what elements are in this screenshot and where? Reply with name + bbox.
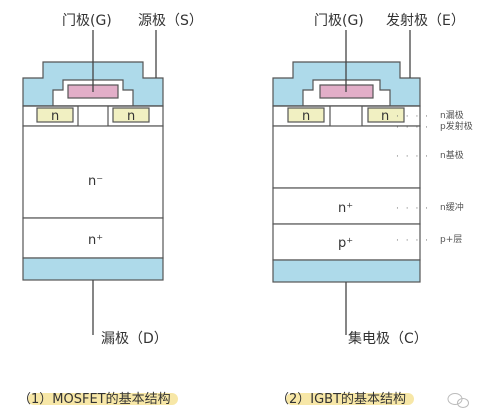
igbt-emitter-label: 发射极（E） <box>386 13 465 29</box>
mosfet-n-right-label: n <box>127 109 135 124</box>
mosfet-caption-highlight <box>28 393 178 405</box>
annotation-n-drain: n漏极 <box>440 109 464 121</box>
annotation-n-buffer: n缓冲 <box>440 201 464 213</box>
svg-text:· · · ·: · · · · <box>396 204 430 214</box>
igbt-n-right-label: n <box>381 109 389 124</box>
annotation-p-layer: p+层 <box>440 234 462 245</box>
igbt-n-plus-label: n⁺ <box>338 201 353 216</box>
mosfet-n-left-region <box>36 107 74 123</box>
mosfet-n-left-label: n <box>51 109 59 124</box>
igbt-collector-label: 集电极（C） <box>348 330 428 347</box>
igbt-p-plus-layer <box>272 223 421 261</box>
igbt-channel-gap <box>330 106 362 126</box>
wechat-icon <box>447 393 469 408</box>
svg-text:· · · ·: · · · · <box>396 152 430 162</box>
mosfet-n-minus-drift <box>22 125 164 219</box>
mosfet-gate-label: 门极(G) <box>62 13 112 29</box>
igbt-gate-label: 门极(G) <box>314 13 364 29</box>
igbt-caption: （2）IGBT的基本结构 <box>276 391 406 407</box>
mosfet-structure: 门极(G) 源极（S） n n n⁻ n⁺ 漏极（D） （1）MOSFET的基本… <box>18 13 203 407</box>
svg-text:· · · ·: · · · · <box>396 112 430 122</box>
igbt-n-base <box>272 125 421 189</box>
svg-text:· · · ·: · · · · <box>396 123 430 133</box>
mosfet-drain-label: 漏极（D） <box>101 331 168 347</box>
igbt-caption-highlight <box>286 393 414 405</box>
svg-text:· · · ·: · · · · <box>396 236 430 246</box>
mosfet-caption: （1）MOSFET的基本结构 <box>18 391 171 407</box>
mosfet-n-minus-label: n⁻ <box>88 174 103 189</box>
mosfet-source-label: 源极（S） <box>138 13 203 29</box>
mosfet-n-right-region <box>112 107 150 123</box>
igbt-collector-metal <box>272 259 421 283</box>
igbt-n-right-region <box>367 107 405 123</box>
mosfet-n-plus-label: n⁺ <box>88 233 103 248</box>
annotation-n-base: n基极 <box>440 149 464 161</box>
igbt-n-left-label: n <box>302 109 310 124</box>
igbt-n-left-region <box>287 107 325 123</box>
annotation-p-emitter: p发射极 <box>440 120 473 132</box>
igbt-p-plus-label: p⁺ <box>338 236 353 251</box>
igbt-n-buffer <box>272 187 421 225</box>
igbt-structure: 门极(G) 发射极（E） n n n⁺ p⁺ 集电极（C） · · · · n漏… <box>272 13 473 407</box>
mosfet-channel-gap <box>78 106 108 126</box>
mosfet-drain-metal <box>22 257 164 281</box>
